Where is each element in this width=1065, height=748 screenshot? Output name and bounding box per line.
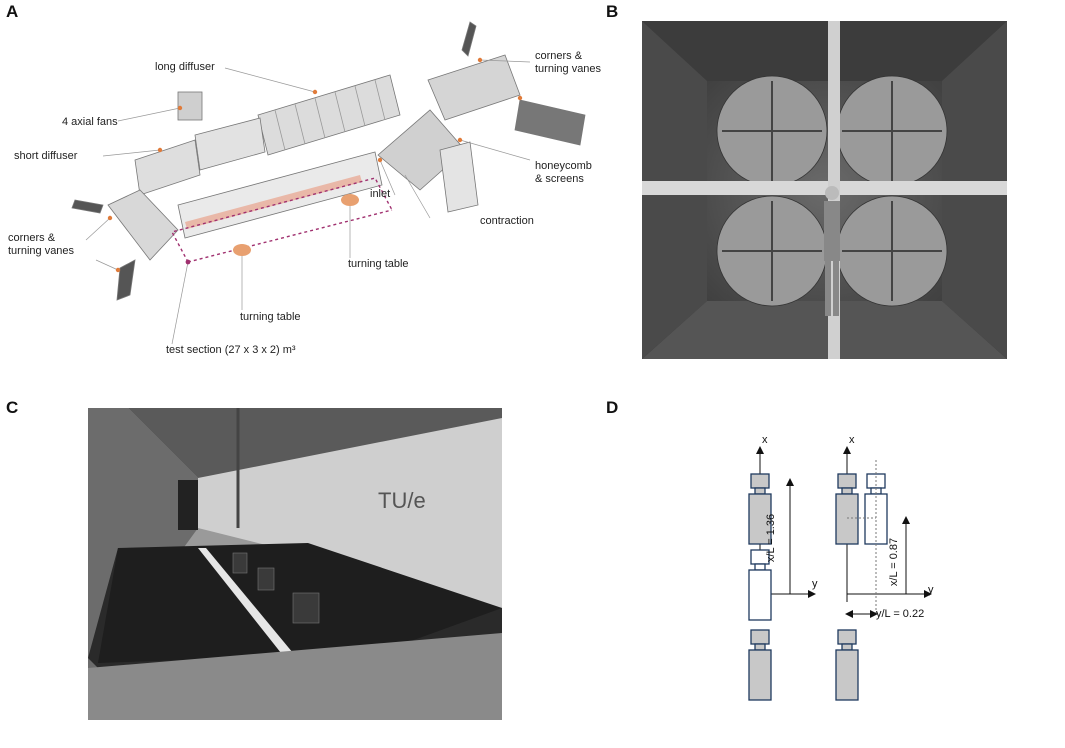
label-turning-table-1: turning table <box>240 311 301 323</box>
turning-table-2-shape <box>341 194 359 206</box>
axis-x-label-right: x <box>849 434 855 446</box>
wind-tunnel-diagram: long diffuser 4 axial fans short diffuse… <box>0 0 602 380</box>
test-section-photo: TU/e <box>88 408 502 720</box>
label-axial-fans: 4 axial fans <box>62 116 118 128</box>
turning-table-1-shape <box>233 244 251 256</box>
axis-y-label-right: y <box>928 584 934 596</box>
label-short-diffuser: short diffuser <box>14 150 78 162</box>
panel-d-letter: D <box>606 398 619 417</box>
tue-logo-text: TU/e <box>378 488 426 513</box>
corner-left-shape <box>107 189 179 261</box>
dim-x-left-label: x/L = 1.36 <box>765 513 778 563</box>
axis-y-label-left: y <box>812 578 818 590</box>
label-test-section: test section (27 x 3 x 2) m³ <box>166 344 296 356</box>
panel-c-letter: C <box>6 398 19 417</box>
dim-x-right-label: x/L = 0.87 <box>888 537 901 587</box>
long-diffuser-shape <box>257 74 401 156</box>
corner-right-shape <box>427 54 521 121</box>
label-honeycomb: honeycomb & screens <box>535 160 592 185</box>
screen-panel-right <box>514 99 586 146</box>
axis-x-label-left: x <box>762 434 768 446</box>
label-corners-left: corners & turning vanes <box>8 232 75 257</box>
label-turning-table-2: turning table <box>348 258 409 270</box>
label-corners-right: corners & turning vanes <box>535 50 602 75</box>
fans-photo <box>642 21 1007 359</box>
short-diffuser-shape <box>134 139 201 196</box>
axial-fans-shape <box>177 91 203 121</box>
wind-tunnel-schematic <box>71 21 586 345</box>
building-config-diagram: x y x y x/L = 1.36 x/L = 0.87 y/L = 0.22 <box>700 420 1020 720</box>
label-long-diffuser: long diffuser <box>155 61 215 73</box>
label-contraction: contraction <box>480 215 534 227</box>
dim-y-right-label: y/L = 0.22 <box>876 608 925 620</box>
panel-a-letter: A <box>6 2 19 21</box>
label-inlet: inlet <box>370 188 391 200</box>
panel-b-letter: B <box>606 2 619 21</box>
